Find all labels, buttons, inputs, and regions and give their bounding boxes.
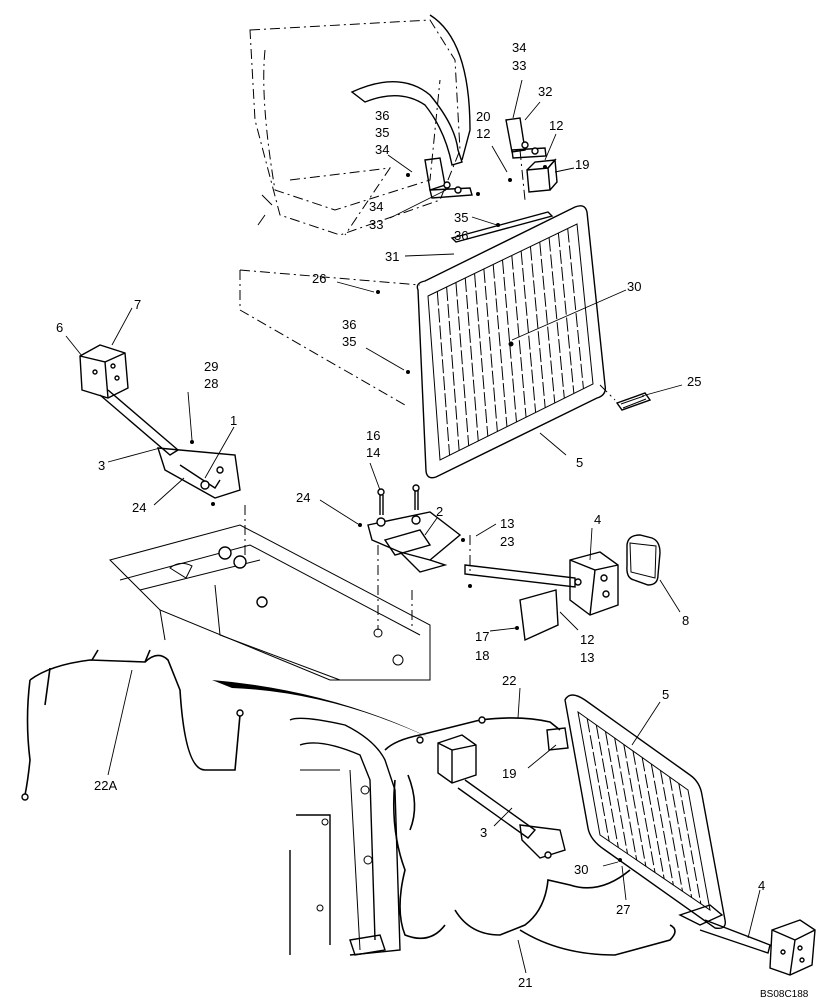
callout-35: 35: [375, 125, 389, 140]
grille-slat: [595, 724, 619, 848]
callout-32: 32: [538, 84, 552, 99]
chassis-frame: [109, 505, 431, 681]
grille-slat: [455, 282, 470, 446]
callout-20: 20: [476, 109, 490, 124]
callout-28: 28: [204, 376, 218, 391]
callout-18: 18: [475, 648, 489, 663]
callout-12: 12: [549, 118, 563, 133]
grille-slat: [669, 776, 693, 898]
grille-slat: [529, 246, 546, 408]
upper-bracket-right: [505, 117, 547, 159]
grille-slat: [678, 783, 702, 904]
callout-34: 34: [369, 199, 383, 214]
callout-30: 30: [574, 862, 588, 877]
callout-24: 24: [132, 500, 146, 515]
callout-8: 8: [682, 613, 689, 628]
callout-19: 19: [575, 157, 589, 172]
grille-slat: [483, 268, 498, 432]
callout-5: 5: [662, 687, 669, 702]
seal-strip-31: [450, 211, 554, 243]
clip-25: [599, 384, 652, 411]
callout-36: 36: [375, 108, 389, 123]
grille-slat: [520, 250, 537, 413]
left-light-assembly: [79, 344, 241, 506]
grille-slat: [511, 255, 527, 418]
wire-harness-22A: [21, 649, 244, 801]
callout-labels: 34 33 32 36 35 34 20 12 12 19 34 33 35 3…: [56, 40, 809, 1000]
grille-slat: [623, 744, 647, 867]
callout-36: 36: [342, 317, 356, 332]
callout-31: 31: [385, 249, 399, 264]
callout-33: 33: [369, 217, 383, 232]
grille-slat: [632, 750, 656, 873]
grille-slat: [586, 718, 610, 842]
grille-slat: [641, 757, 665, 879]
callout-13: 13: [580, 650, 594, 665]
callout-4: 4: [594, 512, 601, 527]
callout-35: 35: [454, 210, 468, 225]
callout-36: 36: [454, 228, 468, 243]
grille-slat: [446, 286, 460, 451]
callout-22A: 22A: [94, 778, 117, 793]
callout-27: 27: [616, 902, 630, 917]
callout-6: 6: [56, 320, 63, 335]
callout-3: 3: [480, 825, 487, 840]
grille-slat: [605, 731, 628, 854]
callout-26: 26: [312, 271, 326, 286]
callout-17: 17: [475, 629, 489, 644]
callout-25: 25: [687, 374, 701, 389]
grille-slat: [492, 264, 508, 427]
drawing-code: BS08C188: [760, 989, 809, 1000]
grille-upper: [376, 205, 607, 479]
callout-29: 29: [204, 359, 218, 374]
grille-slat: [502, 259, 517, 423]
leader-lines: [65, 79, 761, 974]
callout-22: 22: [502, 673, 516, 688]
grille-slat: [650, 763, 674, 886]
grille-slat: [464, 277, 479, 442]
callout-35: 35: [342, 334, 356, 349]
grille-slat: [614, 737, 638, 861]
callout-1: 1: [230, 413, 237, 428]
grille-slat: [548, 237, 565, 399]
grille-slat: [660, 770, 683, 892]
grille-slat: [474, 273, 489, 437]
callout-7: 7: [134, 297, 141, 312]
lower-assembled-view: [289, 694, 816, 976]
callout-34: 34: [512, 40, 526, 55]
callout-3: 3: [98, 458, 105, 473]
callout-4: 4: [758, 878, 765, 893]
callout-19: 19: [502, 766, 516, 781]
callout-12: 12: [476, 126, 490, 141]
callout-12: 12: [580, 632, 594, 647]
callout-30: 30: [627, 279, 641, 294]
hardware-19-top: [496, 158, 558, 227]
callout-24: 24: [296, 490, 310, 505]
grille-slat: [539, 241, 556, 404]
upper-bracket-left: [406, 157, 480, 199]
grille-slat: [436, 291, 451, 456]
callout-5: 5: [576, 455, 583, 470]
callout-33: 33: [512, 58, 526, 73]
callout-21: 21: [518, 975, 532, 990]
grille-slat: [567, 228, 584, 389]
callout-2: 2: [436, 504, 443, 519]
callout-14: 14: [366, 445, 380, 460]
callout-13: 13: [500, 516, 514, 531]
callout-34: 34: [375, 142, 389, 157]
cab-outline: [249, 14, 471, 236]
grille-slat: [557, 232, 575, 394]
callout-16: 16: [366, 428, 380, 443]
callout-23: 23: [500, 534, 514, 549]
view-arrow: [212, 680, 430, 738]
right-light-assembly: [464, 534, 661, 642]
center-bracket-2: [358, 484, 465, 573]
assembly-lines-top: [239, 149, 526, 406]
